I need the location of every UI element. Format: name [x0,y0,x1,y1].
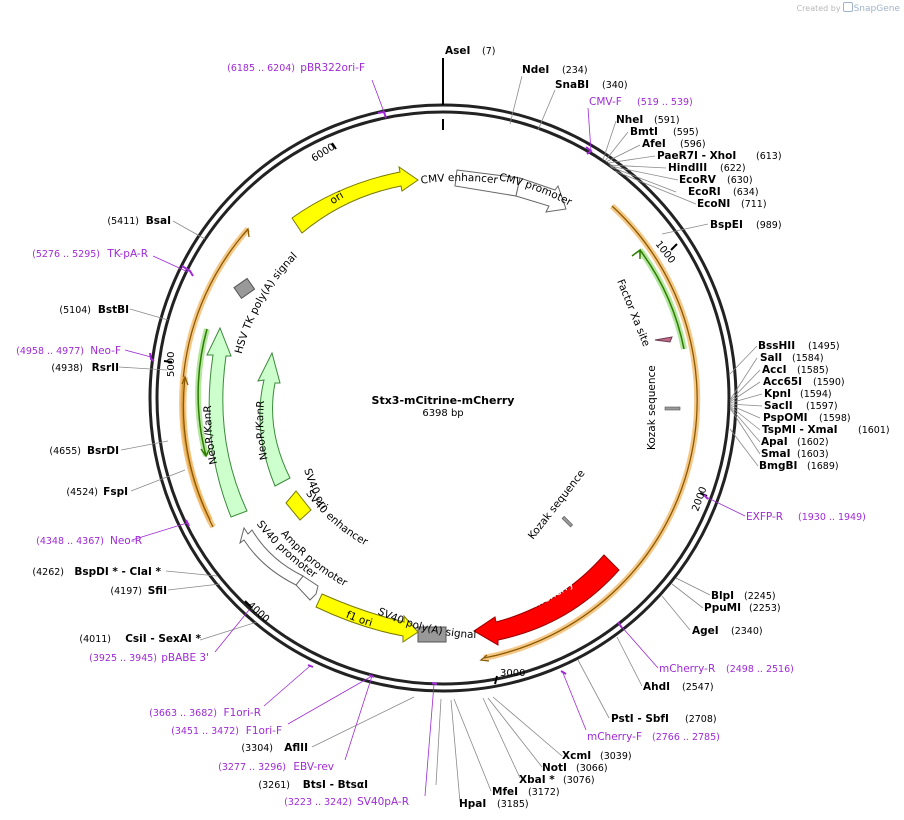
feature-cmv-promoter [515,177,567,213]
enzyme-btsi-btsai: (3261)BtsI - BtsαI [258,779,368,791]
enzyme-pspomi: PspOMI(1598) [763,412,851,424]
tick-label-3000: 3000 [500,668,525,679]
feature-neo-kanr-2 [257,351,291,487]
enzyme-sacii: SacII(1597) [764,400,838,412]
primer-tk-pa-r: (5276 .. 5295)TK-pA-R [32,248,148,260]
enzyme-psti-sbfi: PstI - SbfI(2708) [611,713,717,725]
feature-sv40-polya [417,626,447,643]
primer-ebv-rev: (3277 .. 3296)EBV-rev [218,761,334,773]
enzyme-bstbi: (5104)BstBI [59,304,129,316]
enzyme-xcmi: XcmI(3039) [562,750,632,762]
enzyme-apai: ApaI(1602) [761,436,829,448]
primer-neo-f: (4958 .. 4977)Neo-F [16,345,121,357]
enzyme-ecorv: EcoRV(630) [679,174,753,186]
feature-ori [291,165,419,234]
primer-pbr322ori-f: (6185 .. 6204)pBR322ori-F [227,62,365,74]
tick-6000 [331,142,337,150]
enzyme-labels-left: (3261)BtsI - BtsαI (3304)AflII (4011)Csi… [32,215,368,791]
snapgene-logo-icon [842,2,853,12]
tick-3000 [494,675,498,685]
enzyme-hindIII: HindIII(622) [668,162,746,174]
credit-brand: SnapGene [853,4,900,14]
enzyme-rsrii: (4938)RsrII [51,362,119,374]
enzyme-bspdi-clai: (4262)BspDI * - ClaI * [32,566,161,578]
enzyme-ahdi: AhdI(2547) [643,681,714,693]
enzyme-bsshii: BssHII(1495) [758,340,840,352]
enzyme-afeI: AfeI(596) [642,138,706,150]
enzyme-blpi: BlpI(2245) [711,590,776,602]
enzyme-ecori: EcoRI(634) [688,186,759,198]
enzyme-fspi: (4524)FspI [66,486,128,498]
snapgene-credit: Created by SnapGene [797,2,900,14]
primer-cmv-f: CMV-F(519 .. 539) [589,96,693,108]
enzyme-paer7i-xhoi: PaeR7I - XhoI(613) [657,150,782,162]
primer-mcherry-r: mCherry-R(2498 .. 2516) [659,663,794,675]
primer-leader-lines [124,79,746,797]
label-kozak-1: Kozak sequence [646,365,658,450]
tick-label-4000: 4000 [245,600,271,625]
tick-label-5000: 5000 [166,352,177,377]
enzyme-bsrdi: (4655)BsrDI [49,445,119,457]
primer-f1ori-f: (3451 .. 3472)F1ori-F [171,725,282,737]
tick-4000 [244,600,252,608]
feature-sv40-ori [285,490,312,521]
enzyme-bspei: BspEI(989) [710,219,782,231]
primer-labels: (6185 .. 6204)pBR322ori-F CMV-F(519 .. 5… [16,62,866,808]
enzyme-sfii: (4197)SfiI [110,585,167,597]
feature-factor-xa [654,336,673,343]
enzyme-smai: SmaI(1603) [761,448,829,460]
feature-neo-kanr-1 [206,326,248,518]
primer-sv40pa-r: (3223 .. 3242)SV40pA-R [284,796,409,808]
enzyme-agei: AgeI(2340) [692,625,763,637]
label-hsv-tk-polya: HSV TK poly(A) signal [233,250,300,355]
enzyme-sali: SalI(1584) [760,352,824,364]
enzyme-bmtI: BmtI(595) [630,126,699,138]
enzyme-mfei: MfeI(3172) [492,786,560,798]
enzyme-acc65i: Acc65I(1590) [763,376,845,388]
enzyme-noti: NotI(3066) [542,762,608,774]
enzyme-ndeI: NdeI(234) [522,64,588,76]
green-orf-arcs [195,248,687,458]
enzyme-tspmi-xmai: TspMI - XmaI(1601) [762,424,890,436]
tick-1000 [670,243,678,251]
plasmid-length: 6398 bp [422,408,463,419]
feature-kozak-1 [664,406,681,411]
label-cmv-enhancer: CMV enhancer [420,172,499,187]
label-factor-xa: Factor Xa site [614,278,652,349]
enzyme-leader-lines [118,75,763,803]
credit-prefix: Created by [796,4,841,13]
plasmid-title: Stx3-mCitrine-mCherry [372,394,515,407]
primer-neo-r: (4348 .. 4367)Neo-R [36,535,142,547]
primer-mcherry-f: mCherry-F(2766 .. 2785) [587,731,720,743]
enzyme-hpai: HpaI(3185) [459,798,529,810]
tick-5000 [163,360,173,363]
primer-exfp-r: EXFP-R(1930 .. 1949) [746,511,866,523]
enzyme-aseI: AseI(7) [445,45,495,57]
enzyme-econi: EcoNI(711) [697,198,767,210]
tick-marks [163,58,708,685]
tick-label-6000: 6000 [310,142,337,165]
enzyme-labels-right: AseI(7) NdeI(234) SnaBI(340) NheI(591) B… [445,45,890,810]
enzyme-snabI: SnaBI(340) [555,79,628,91]
primer-pbabe-3: (3925 .. 3945)pBABE 3' [89,652,209,664]
feature-mcherry [473,554,620,646]
primer-f1ori-r: (3663 .. 3682)F1ori-R [149,707,261,719]
feature-f1-ori [315,593,419,643]
enzyme-csii-sexai: (4011)CsiI - SexAI * [79,633,201,645]
enzyme-acci: AccI(1585) [762,364,829,376]
enzyme-nheI: NheI(591) [616,114,680,126]
label-sv40-enhancer: SV40 enhancer [303,488,370,549]
enzyme-bmgbi: BmgBI(1689) [759,460,839,472]
feature-hsv-tk-polya [233,277,256,300]
enzyme-ppumi: PpuMI(2253) [704,602,781,614]
feature-kozak-2 [561,515,574,528]
orf-arcs [179,203,701,662]
enzyme-kpni: KpnI(1594) [764,388,832,400]
feature-sv40-promoter [239,526,304,586]
enzyme-xbai: XbaI *(3076) [519,774,595,786]
label-kozak-2: Kozak sequence [526,468,588,542]
enzyme-aflii: (3304)AflII [241,742,308,754]
enzyme-bsai: (5411)BsaI [107,215,171,227]
